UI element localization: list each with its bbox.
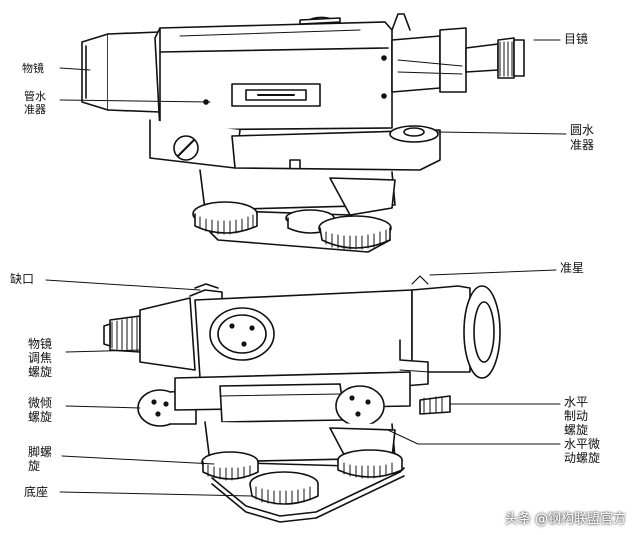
label-tube-level-line1: 管水 xyxy=(24,90,46,103)
top-objective-lens-drawing xyxy=(81,31,161,113)
top-tribrach-drawing xyxy=(199,169,396,216)
label-foot-screw-line1: 脚螺 xyxy=(28,445,53,459)
top-instrument xyxy=(81,13,525,253)
label-tilt-screw-line1: 微倾 xyxy=(28,396,53,410)
label-horizontal-clamp-line2: 制动 xyxy=(564,409,589,423)
label-horizontal-clamp-line1: 水平 xyxy=(564,395,589,409)
label-objective-lens: 物镜 xyxy=(22,62,44,75)
watermark: 头条 @钢构联盟官方 xyxy=(504,512,626,527)
label-focus-screw-line3: 螺旋 xyxy=(28,365,53,379)
label-base: 底座 xyxy=(24,485,49,499)
top-leader-lines xyxy=(59,39,567,135)
label-eyepiece: 目镜 xyxy=(564,32,589,46)
label-focus-screw-line1: 物镜 xyxy=(28,337,53,351)
top-support-drawing xyxy=(149,119,441,171)
bottom-base-frame-drawing xyxy=(174,371,451,427)
label-circular-level-line2: 准器 xyxy=(570,138,595,152)
label-foot-screw-line2: 旋 xyxy=(28,459,41,473)
bottom-focus-disc-drawing xyxy=(209,307,275,361)
bottom-leader-lines xyxy=(45,269,561,497)
label-notch: 缺口 xyxy=(10,272,35,286)
label-horizontal-fine-line1: 水平微 xyxy=(564,437,601,451)
bottom-focus-knob-drawing xyxy=(103,315,141,353)
top-foot-screws-drawing xyxy=(192,201,392,253)
label-horizontal-fine-line2: 动螺旋 xyxy=(564,451,601,465)
label-focus-screw-line2: 调焦 xyxy=(28,351,53,365)
top-eyepiece-drawing xyxy=(391,13,525,93)
label-front-sight: 准星 xyxy=(560,261,585,275)
bottom-foot-screws-drawing xyxy=(201,449,405,523)
bottom-rear-body-drawing xyxy=(139,283,223,371)
label-tilt-screw-line2: 螺旋 xyxy=(28,410,53,424)
top-main-body-drawing xyxy=(154,16,393,131)
label-circular-level-line1: 圆水 xyxy=(570,123,595,137)
label-tube-level-line2: 准器 xyxy=(24,103,46,116)
bottom-instrument xyxy=(103,275,501,523)
label-horizontal-clamp-line3: 螺旋 xyxy=(564,423,589,437)
